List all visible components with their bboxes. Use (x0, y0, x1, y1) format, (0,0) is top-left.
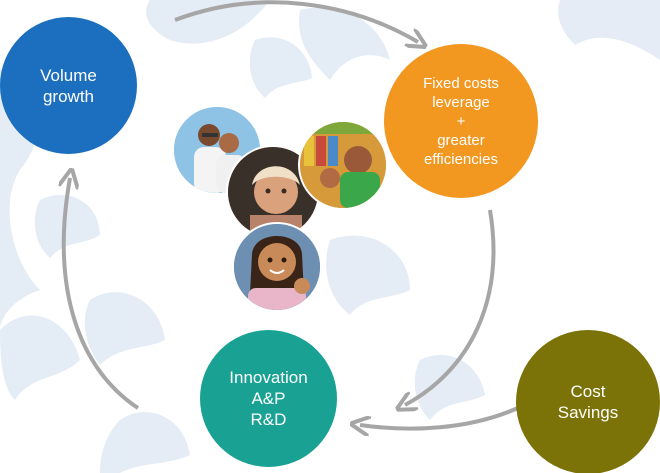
innovation-label: Innovation A&P R&D (229, 368, 308, 429)
innovation-node: Innovation A&P R&D (200, 330, 337, 467)
cost-savings-node: Cost Savings (516, 330, 660, 473)
fixed-costs-node: Fixed costs leverage + greater efficienc… (384, 44, 538, 198)
fixed-costs-label: Fixed costs leverage + greater efficienc… (423, 74, 499, 168)
arrow-innovation-to-volume (64, 178, 140, 410)
girl-thumbs-up-photo (232, 222, 322, 312)
arrow-costsavings-to-innovation (360, 405, 521, 429)
arrow-fixed-to-innovation (405, 209, 496, 405)
cost-savings-label: Cost Savings (557, 382, 619, 422)
arrow-volume-to-fixed (174, 0, 418, 42)
volume-growth-label: Volume growth (40, 65, 97, 106)
shopkeeper-photo (298, 120, 388, 210)
volume-growth-node: Volume growth (0, 17, 137, 154)
